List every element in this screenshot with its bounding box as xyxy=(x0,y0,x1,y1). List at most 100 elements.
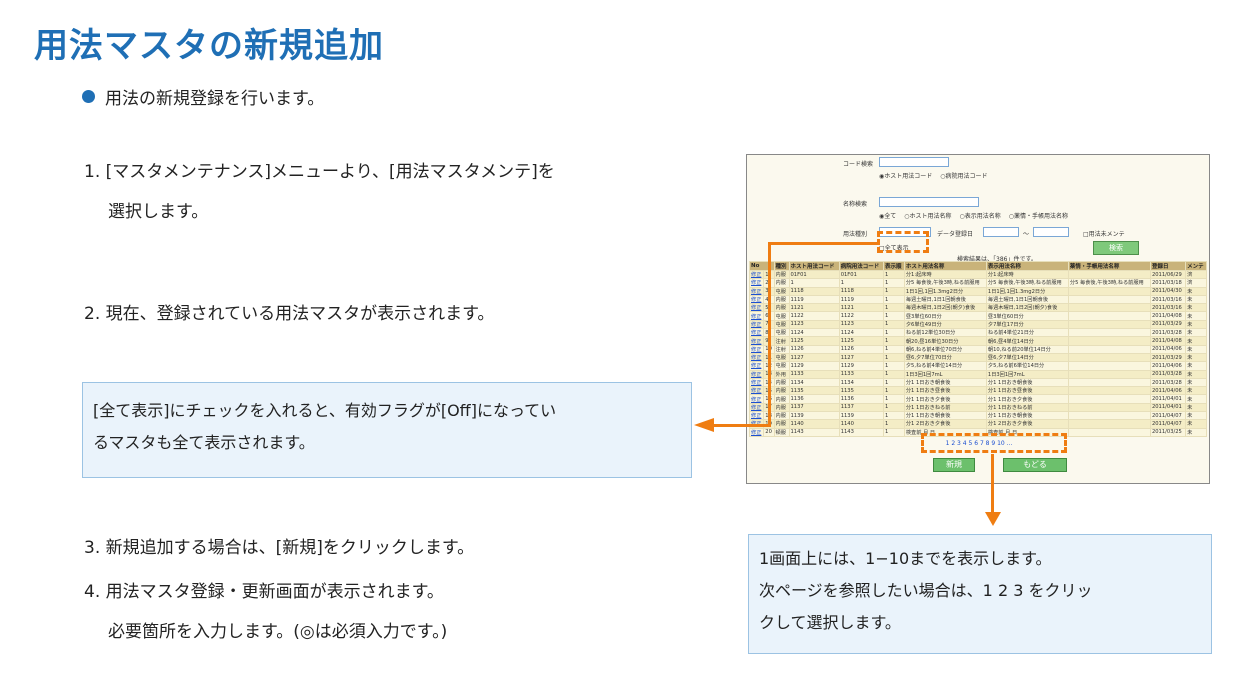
edit-link[interactable]: 修正 xyxy=(748,311,765,321)
search-button[interactable]: 検索 xyxy=(1093,241,1139,255)
bullet-dot-icon xyxy=(82,90,95,103)
pager[interactable]: 1 2 3 4 5 6 7 8 9 10 ... xyxy=(747,440,1209,447)
table-cell: 分1 2日おき夕食後 xyxy=(903,419,987,429)
step-4-line-2: 必要箇所を入力します。(◎は必須入力です。) xyxy=(108,622,448,642)
pager-highlight xyxy=(921,433,1067,453)
edit-link[interactable]: 修正 xyxy=(748,402,765,413)
table-cell: 1 xyxy=(883,377,905,388)
table-cell: 内服 xyxy=(773,294,790,305)
table-cell xyxy=(1067,411,1151,421)
table-cell: 未 xyxy=(1185,411,1207,421)
table-row: 修正11屯服112711271昼6,夕7単位70日分昼6,夕7単位14日分201… xyxy=(748,352,1207,363)
pager-links[interactable]: 1 2 3 4 5 6 7 8 9 10 ... xyxy=(945,440,1013,447)
edit-link[interactable]: 修正 xyxy=(748,328,765,338)
new-button[interactable]: 新規 xyxy=(933,458,975,472)
table-cell: 1126 xyxy=(838,344,885,354)
table-cell: 1129 xyxy=(788,361,840,371)
date-from-input[interactable] xyxy=(983,227,1019,237)
table-cell: 昼3単位60日分 xyxy=(903,311,987,321)
table-cell: 1125 xyxy=(838,336,885,346)
table-cell: 1 xyxy=(883,419,905,429)
table-cell xyxy=(1067,361,1151,371)
table-cell: 1 xyxy=(883,311,905,321)
table-cell: 内服 xyxy=(773,394,790,404)
table-cell: 1129 xyxy=(838,361,885,371)
table-cell: 未 xyxy=(1185,311,1207,321)
table-cell: 屯服 xyxy=(773,352,790,363)
edit-link[interactable]: 修正 xyxy=(748,278,765,288)
display-name-radio[interactable]: ○表示用法名称 xyxy=(959,213,1001,220)
table-cell: 1 xyxy=(883,402,905,413)
edit-link[interactable]: 修正 xyxy=(748,319,765,330)
table-cell xyxy=(1067,402,1151,413)
name-type-radios[interactable]: ◉全て ○ホスト用法名称 ○表示用法名称 ○薬情・手帳用法名称 xyxy=(879,211,1068,220)
table-cell xyxy=(1067,269,1151,280)
table-cell: 未 xyxy=(1185,294,1207,305)
table-cell: 未 xyxy=(1185,419,1207,429)
table-cell: 分1 1日おき朝食後 xyxy=(903,377,987,388)
table-cell: 2011/03/25 xyxy=(1149,427,1187,437)
maint-checkbox[interactable]: □用法未メンテ xyxy=(1083,231,1125,238)
code-type-radios[interactable]: ◉ホスト用法コード ○病院用法コード xyxy=(879,171,988,180)
edit-link[interactable]: 修正 xyxy=(748,269,765,280)
table-cell: 2011/04/06 xyxy=(1149,344,1187,354)
table-cell: 2011/03/29 xyxy=(1149,319,1187,330)
edit-link[interactable]: 修正 xyxy=(748,286,765,296)
table-cell: 昼3単位60日分 xyxy=(985,311,1069,321)
table-cell: 内服 xyxy=(773,419,790,429)
all-radio[interactable]: ◉全て xyxy=(879,213,897,220)
table-cell: 分1 1日おきねる前 xyxy=(903,402,987,413)
table-cell: 昼6,夕7単位14日分 xyxy=(985,352,1069,363)
table-cell: 1 xyxy=(883,344,905,354)
edit-link[interactable]: 修正 xyxy=(748,369,765,379)
table-cell: 1140 xyxy=(838,419,885,429)
table-cell: 1 xyxy=(883,411,905,421)
page-title: 用法マスタの新規追加 xyxy=(34,26,384,66)
table-cell: 1124 xyxy=(838,328,885,338)
edit-link[interactable]: 修正 xyxy=(748,344,765,354)
name-search-input[interactable] xyxy=(879,197,979,207)
table-cell: 屯服 xyxy=(773,361,790,371)
table-cell: 屯服 xyxy=(773,311,790,321)
table-cell: 1 xyxy=(883,303,905,313)
table-cell: 1日3回1回7mL xyxy=(985,369,1069,379)
table-cell: 2011/03/28 xyxy=(1149,328,1187,338)
edit-link[interactable]: 修正 xyxy=(748,294,765,305)
paging-callout-line-2: 次ページを参照したい場合は、1 2 3 をクリッ xyxy=(759,581,1093,600)
table-cell: 1 xyxy=(883,394,905,404)
edit-link[interactable]: 修正 xyxy=(748,427,765,437)
edit-link[interactable]: 修正 xyxy=(748,352,765,363)
table-cell: 1127 xyxy=(838,352,885,363)
step-4-line-1: 4. 用法マスタ登録・更新画面が表示されます。 xyxy=(84,582,444,602)
table-cell: 2011/04/07 xyxy=(1149,411,1187,421)
table-cell: 未 xyxy=(1185,386,1207,396)
edit-link[interactable]: 修正 xyxy=(748,411,765,421)
table-cell: 未 xyxy=(1185,394,1207,404)
show-all-checkbox[interactable]: □全て表示 xyxy=(879,245,909,252)
table-cell: 1日1回,1回1.3mg2日分 xyxy=(985,286,1069,296)
table-cell: 1127 xyxy=(788,352,840,363)
edit-link[interactable]: 修正 xyxy=(748,394,765,404)
table-cell: 夕6単位49日分 xyxy=(903,319,987,330)
edit-link[interactable]: 修正 xyxy=(748,386,765,396)
edit-link[interactable]: 修正 xyxy=(748,336,765,346)
host-code-radio[interactable]: ◉ホスト用法コード xyxy=(879,173,933,180)
col-maint: メンテ xyxy=(1185,261,1207,271)
date-to-input[interactable] xyxy=(1033,227,1069,237)
table-cell: ねる前12単位30日分 xyxy=(903,328,987,338)
edit-link[interactable]: 修正 xyxy=(748,303,765,313)
back-button[interactable]: もどる xyxy=(1003,458,1067,472)
code-search-input[interactable] xyxy=(879,157,949,167)
table-cell: 内服 xyxy=(773,303,790,313)
drug-info-name-radio[interactable]: ○薬情・手帳用法名称 xyxy=(1008,213,1068,220)
table-cell: 毎週木曜日,1日2回(朝夕)食後 xyxy=(985,303,1069,313)
host-name-radio[interactable]: ○ホスト用法名称 xyxy=(904,213,952,220)
table-cell: 1 xyxy=(883,278,905,288)
table-cell: 夕7単位17日分 xyxy=(985,319,1069,330)
edit-link[interactable]: 修正 xyxy=(748,361,765,371)
edit-link[interactable]: 修正 xyxy=(748,377,765,388)
hospital-code-radio[interactable]: ○病院用法コード xyxy=(940,173,988,180)
